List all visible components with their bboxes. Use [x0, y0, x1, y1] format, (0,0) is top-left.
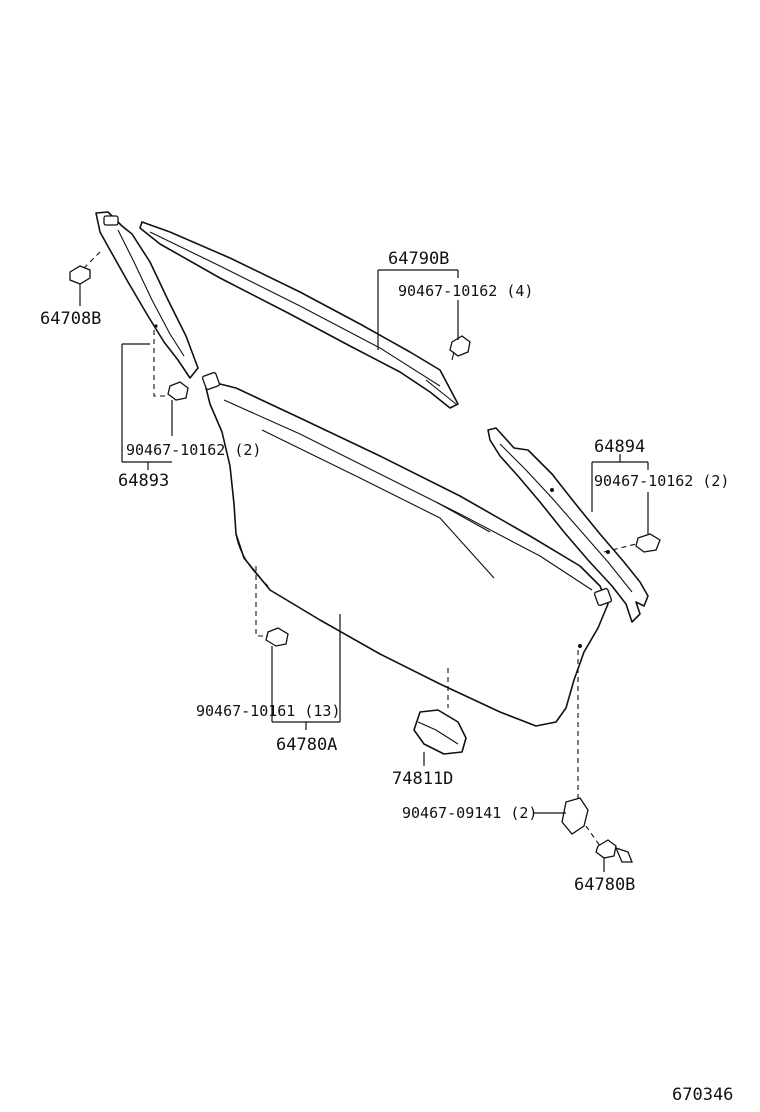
label-74811d: 74811D	[392, 769, 453, 789]
label-clip-left: 90467-10162 (2)	[126, 441, 261, 459]
label-64780a: 64780A	[276, 735, 337, 755]
assembly-lines	[83, 251, 637, 847]
diagram-id: 670346	[672, 1085, 733, 1105]
right-pillar-trim	[487, 427, 649, 623]
label-64708b: 64708B	[40, 309, 101, 329]
upper-garnish-moulding	[139, 221, 459, 409]
screw-64780b	[595, 839, 633, 863]
clip-left	[167, 381, 189, 401]
part-labels: 64708B 64790B 90467-10162 (4) 90467-1016…	[40, 249, 733, 1105]
leader-lines	[79, 269, 649, 872]
clip-right	[635, 533, 661, 553]
back-door-trim-board	[201, 371, 613, 727]
label-64790b: 64790B	[388, 249, 449, 269]
left-pillar-trim	[95, 211, 199, 379]
label-clip-panel: 90467-10161 (13)	[196, 702, 341, 720]
lamp-74811d	[413, 709, 467, 755]
label-64893: 64893	[118, 471, 169, 491]
label-clip-right: 90467-10162 (2)	[594, 472, 729, 490]
label-64894: 64894	[594, 437, 645, 457]
label-64780b: 64780B	[574, 875, 635, 895]
clip-top	[449, 335, 471, 361]
clip-panel	[265, 627, 289, 647]
label-clip-bottom: 90467-09141 (2)	[402, 804, 537, 822]
screw-64708b	[69, 265, 91, 290]
clip-bottom	[561, 797, 589, 835]
label-clip-top: 90467-10162 (4)	[398, 282, 533, 300]
